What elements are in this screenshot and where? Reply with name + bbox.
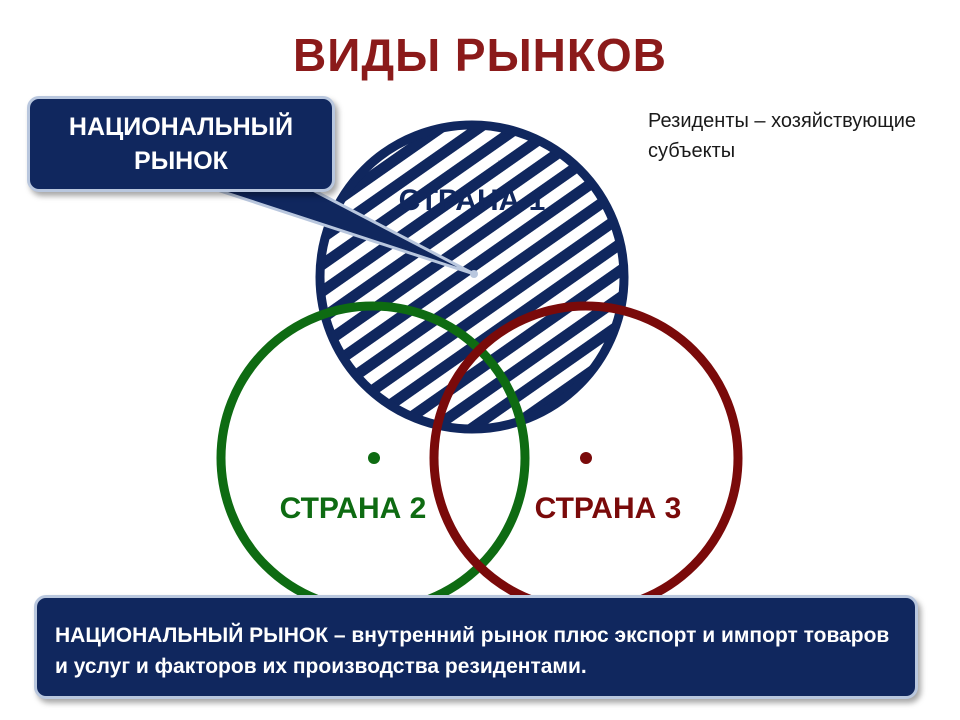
definition-text: НАЦИОНАЛЬНЫЙ РЫНОК – внутренний рынок пл… <box>55 624 890 678</box>
page-title: ВИДЫ РЫНКОВ <box>293 29 667 81</box>
country-2-center-dot <box>368 452 380 464</box>
residents-note: Резиденты – хозяйствующие субъекты <box>648 110 917 162</box>
country-2-label: СТРАНА 2 <box>280 492 427 525</box>
callout-line-1: НАЦИОНАЛЬНЫЙ <box>68 113 294 141</box>
definition-box: НАЦИОНАЛЬНЫЙ РЫНОК – внутренний рынок пл… <box>34 595 918 699</box>
callout-line-2: РЫНОК <box>134 147 228 175</box>
country-3-center-dot <box>580 452 592 464</box>
country-3-label: СТРАНА 3 <box>535 492 682 525</box>
country-1-label: СТРАНА 1 <box>399 184 546 217</box>
national-market-callout: НАЦИОНАЛЬНЫЙ РЫНОК <box>27 96 335 192</box>
